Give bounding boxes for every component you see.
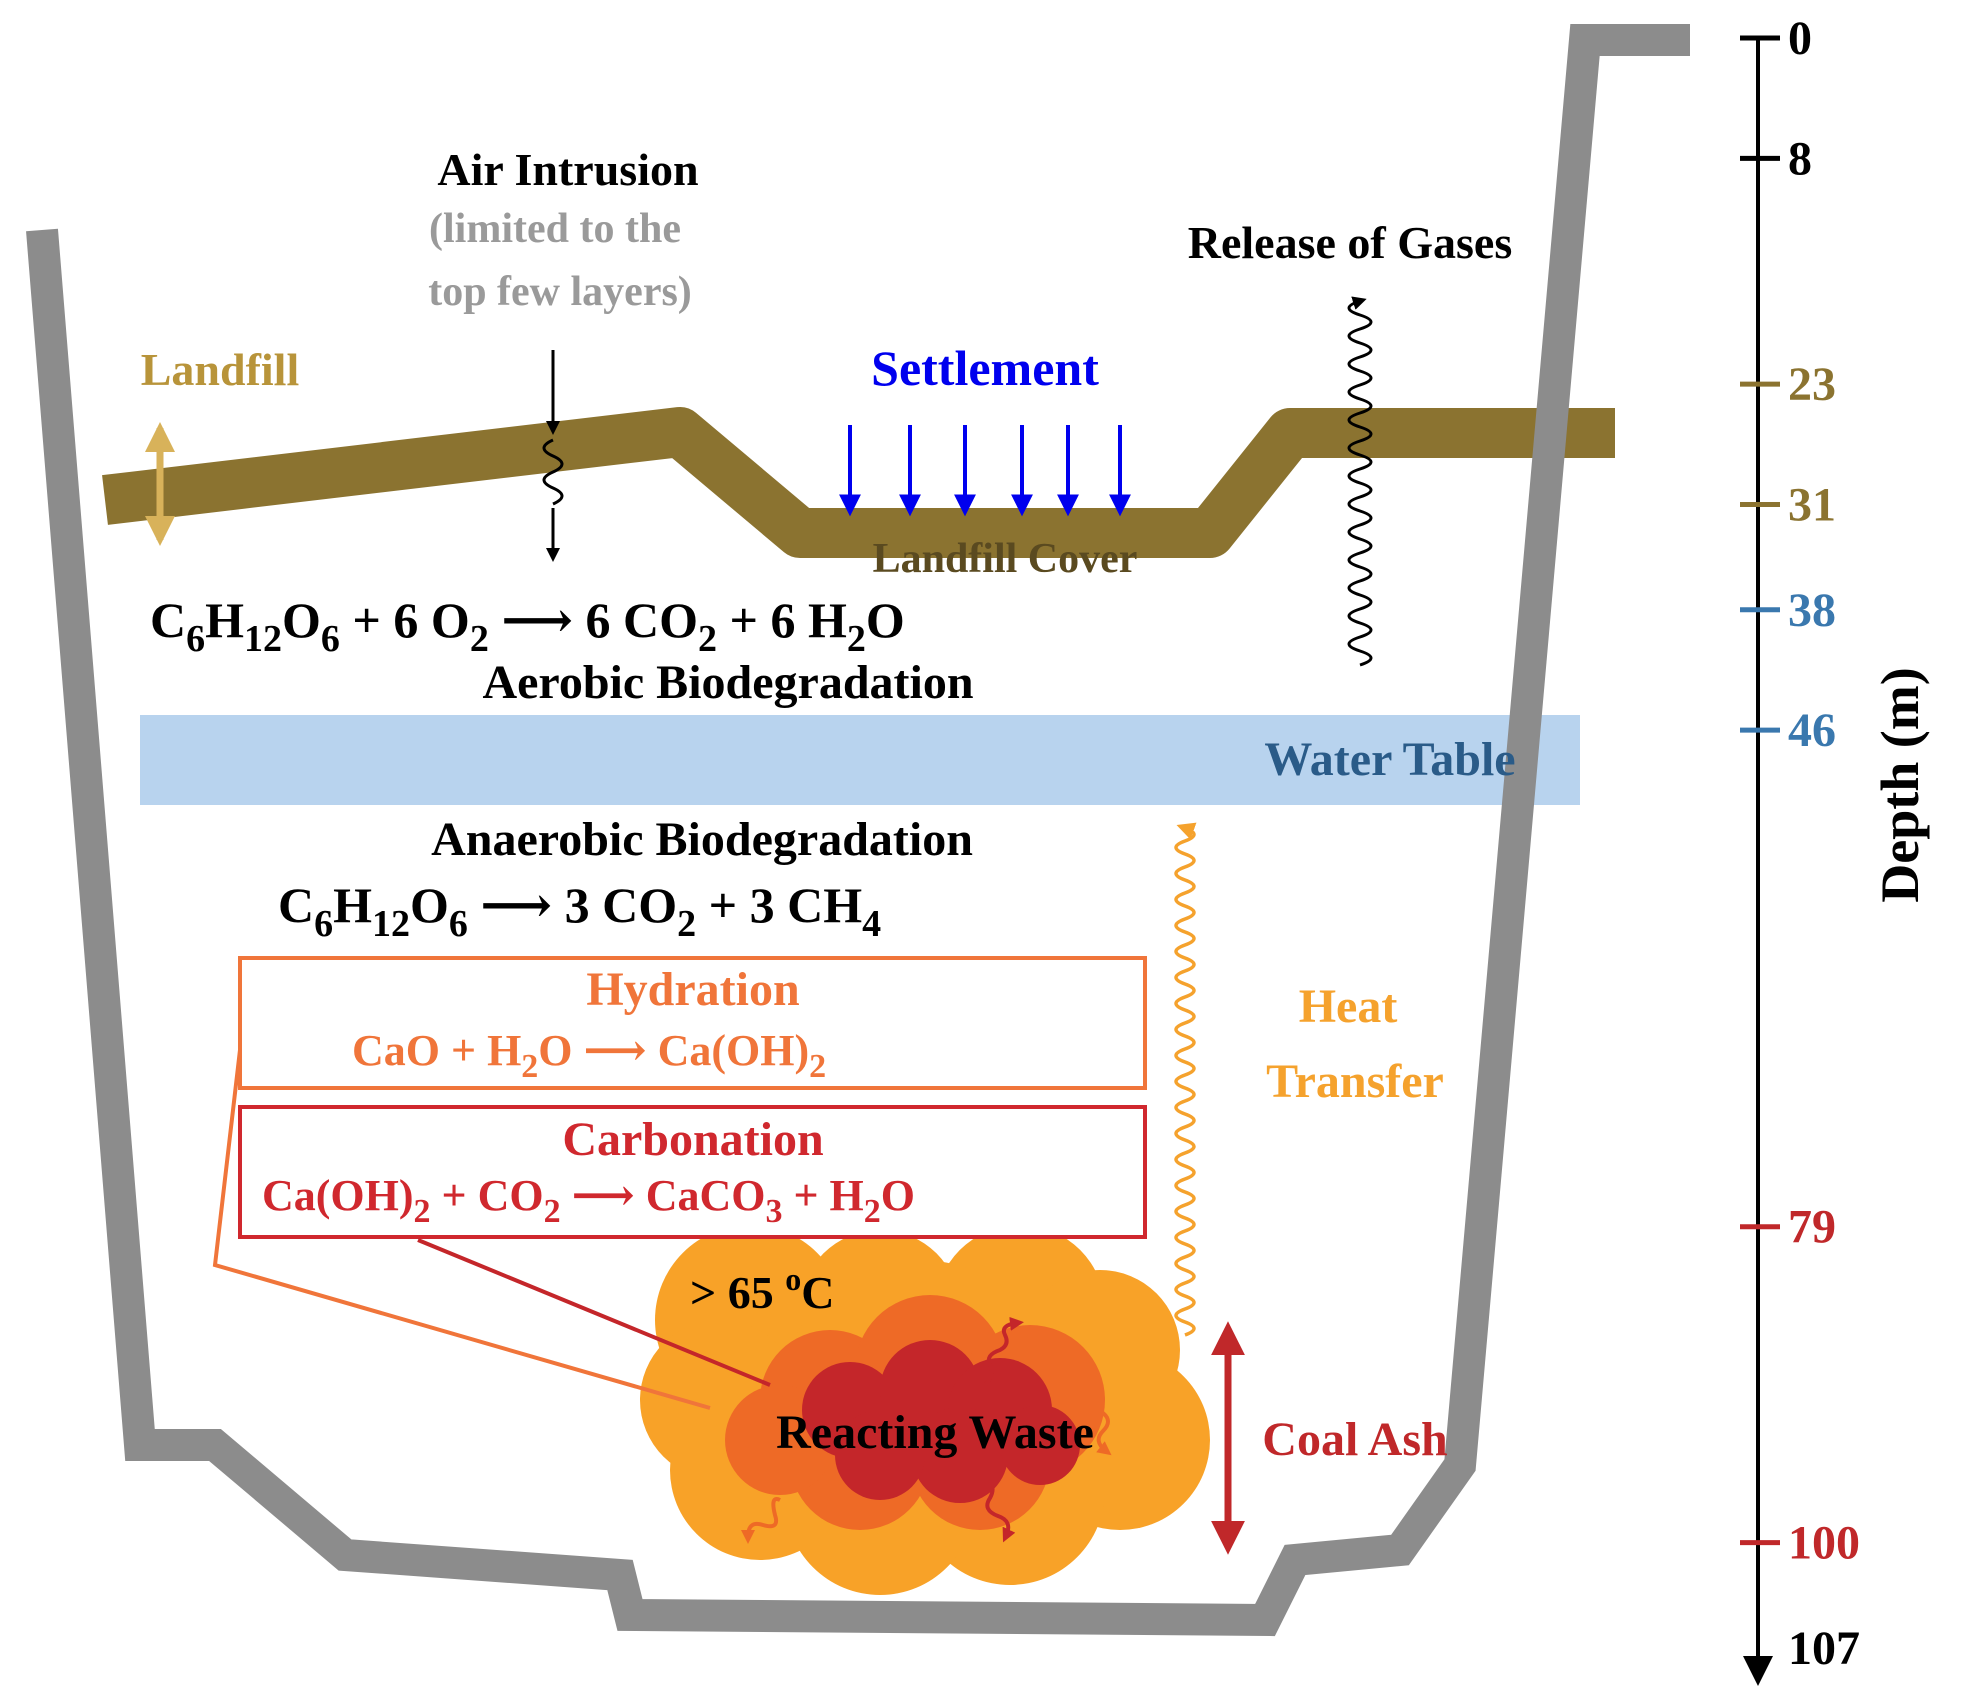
air-intrusion-note-line2: top few layers) bbox=[428, 269, 692, 315]
water-table-band bbox=[140, 715, 1580, 805]
hydration-equation: CaO + H2O ⟶ Ca(OH)2 bbox=[352, 1026, 826, 1085]
anaerobic-biodegradation-label: Anaerobic Biodegradation bbox=[431, 813, 973, 866]
settlement-label: Settlement bbox=[871, 340, 1099, 396]
carbonation-equation: Ca(OH)2 + CO2 ⟶ CaCO3 + H2O bbox=[262, 1171, 915, 1230]
depth-tick-label-100: 100 bbox=[1788, 1517, 1860, 1570]
depth-tick-label-23: 23 bbox=[1788, 358, 1836, 411]
water-table-label: Water Table bbox=[1264, 733, 1515, 786]
coal-ash-label: Coal Ash bbox=[1262, 1413, 1447, 1466]
depth-tick-label-0: 0 bbox=[1788, 12, 1812, 65]
carbonation-box bbox=[238, 1105, 1147, 1239]
settlement-arrows bbox=[839, 425, 1131, 517]
air-intrusion-squiggle bbox=[542, 438, 564, 506]
landfill-cover-layer bbox=[102, 407, 1615, 558]
heat-transfer-squiggle-arrow bbox=[1174, 822, 1197, 1337]
carbonation-label: Carbonation bbox=[562, 1113, 823, 1166]
hydration-box bbox=[238, 956, 1147, 1090]
hydration-connector bbox=[212, 1049, 711, 1410]
hydration-label: Hydration bbox=[586, 963, 799, 1016]
reacting-waste-zone bbox=[640, 1225, 1210, 1595]
carbonation-connector bbox=[417, 1238, 771, 1387]
aerobic-biodegradation-label: Aerobic Biodegradation bbox=[482, 656, 973, 709]
hot-zone-squiggle-arrow-1 bbox=[983, 1316, 1024, 1387]
reacting-waste-label: Reacting Waste bbox=[776, 1406, 1094, 1459]
landfill-pit-wall bbox=[26, 24, 1690, 1637]
depth-tick-label-8: 8 bbox=[1788, 132, 1812, 185]
hot-zone-squiggle-arrow-4 bbox=[984, 1478, 1016, 1543]
gas-release-squiggle-arrow bbox=[1347, 296, 1373, 667]
heat-transfer-label-line2: Transfer bbox=[1266, 1055, 1444, 1108]
hot-zone-squiggle-arrow-2 bbox=[1094, 1393, 1112, 1456]
air-intrusion-label: Air Intrusion bbox=[437, 144, 698, 195]
depth-axis: 0 8 23 31 38 46 79 100 107 bbox=[1740, 12, 1860, 1686]
air-intrusion-note-line1: (limited to the bbox=[429, 206, 681, 252]
depth-tick-label-38: 38 bbox=[1788, 584, 1836, 637]
hot-zone-squiggle-arrow-3 bbox=[741, 1497, 781, 1544]
aerobic-equation: C6H12O6 + 6 O2 ⟶ 6 CO2 + 6 H2O bbox=[150, 592, 905, 660]
depth-axis-title: Depth (m) bbox=[1870, 667, 1930, 902]
anaerobic-equation: C6H12O6 ⟶ 3 CO2 + 3 CH4 bbox=[278, 877, 881, 945]
heat-transfer-label-line1: Heat bbox=[1299, 980, 1398, 1033]
depth-tick-label-46: 46 bbox=[1788, 704, 1836, 757]
depth-tick-label-79: 79 bbox=[1788, 1201, 1836, 1254]
landfill-cover-label: Landfill Cover bbox=[873, 536, 1138, 582]
release-of-gases-label: Release of Gases bbox=[1188, 217, 1512, 268]
temperature-label: > 65 oC bbox=[690, 1261, 834, 1318]
depth-tick-label-31: 31 bbox=[1788, 478, 1836, 531]
depth-tick-label-107: 107 bbox=[1788, 1622, 1860, 1675]
landfill-label: Landfill bbox=[141, 344, 300, 395]
